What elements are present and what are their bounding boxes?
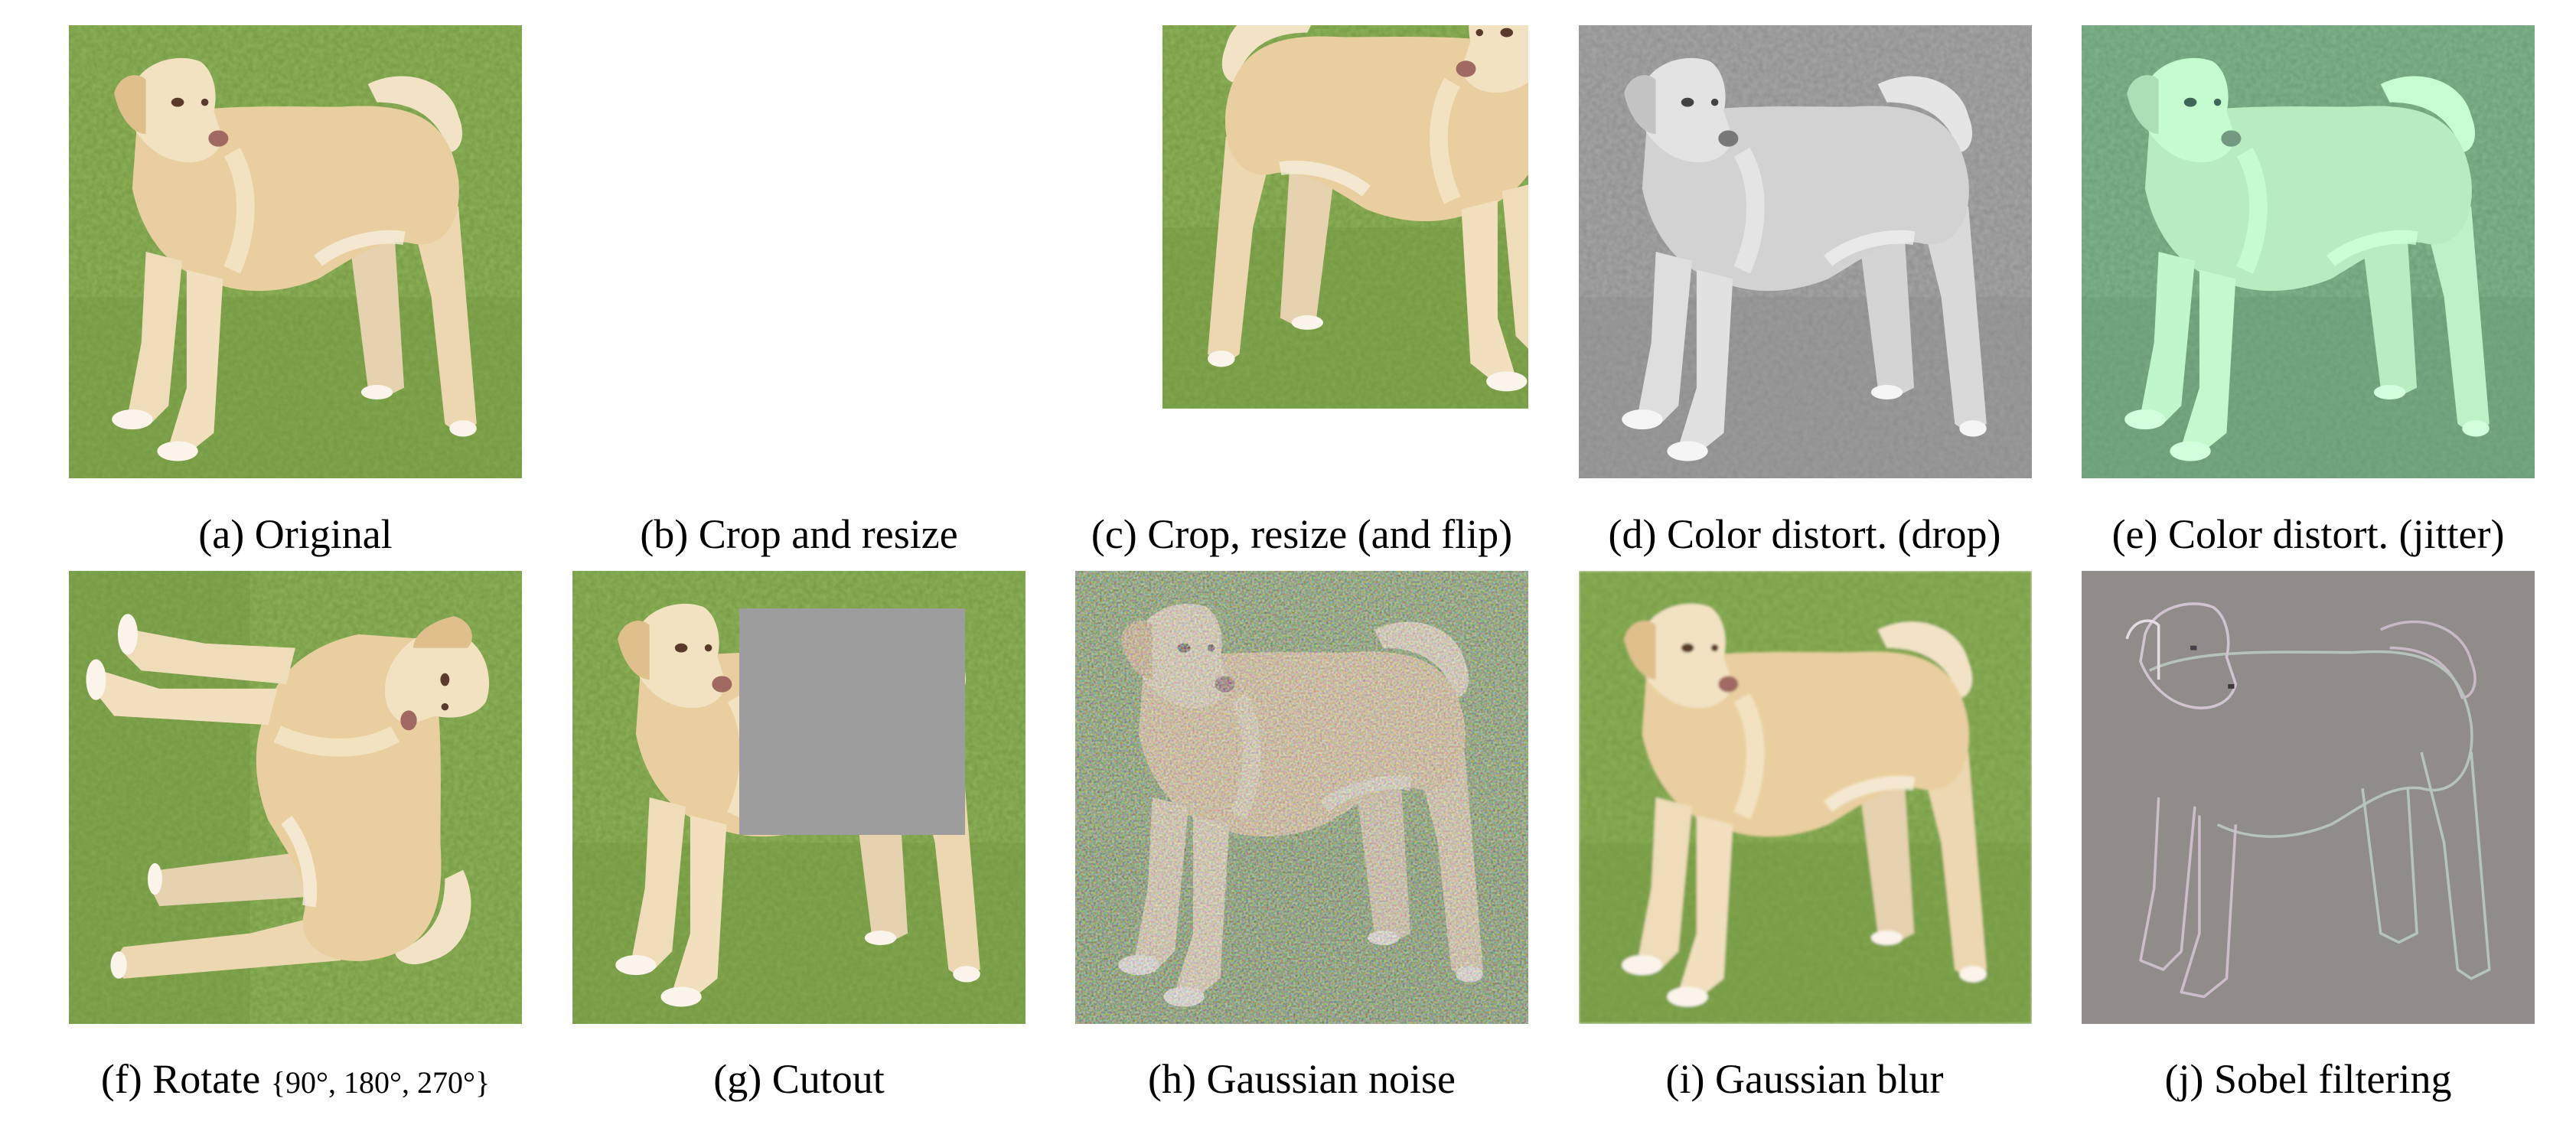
panel-b-crop-resize-image <box>572 25 1026 478</box>
caption-d: (d) Color distort. (drop) <box>1608 511 2001 557</box>
panel-e-color-jitter-image <box>2082 25 2535 478</box>
cutout-mask <box>739 608 965 835</box>
panel-a-original-image <box>69 25 522 478</box>
caption-f-text: (f) Rotate <box>100 1056 261 1102</box>
caption-a: (a) Original <box>198 511 393 557</box>
caption-c: (c) Crop, resize (and flip) <box>1091 511 1513 557</box>
caption-f: (f) Rotate {90°, 180°, 270°} <box>28 1056 563 1106</box>
caption-b: (b) Crop and resize <box>640 511 958 557</box>
caption-j: (j) Sobel filtering <box>2164 1056 2452 1102</box>
panel-i-gaussian-blur-image <box>1579 571 2032 1024</box>
panel-c-crop-resize-flip-image <box>1075 25 1528 478</box>
panel-d-color-drop-image <box>1579 25 2032 478</box>
panel-g-cutout-image <box>572 571 1026 1024</box>
caption-h: (h) Gaussian noise <box>1148 1056 1456 1102</box>
panel-f-rotate-image <box>69 571 522 1024</box>
caption-e: (e) Color distort. (jitter) <box>2111 511 2505 557</box>
caption-f-angles: {90°, 180°, 270°} <box>270 1065 491 1100</box>
panel-j-sobel-image <box>2082 571 2535 1024</box>
caption-i: (i) Gaussian blur <box>1665 1056 1944 1102</box>
caption-g: (g) Cutout <box>713 1056 885 1102</box>
panel-h-gaussian-noise-image <box>1075 571 1528 1024</box>
